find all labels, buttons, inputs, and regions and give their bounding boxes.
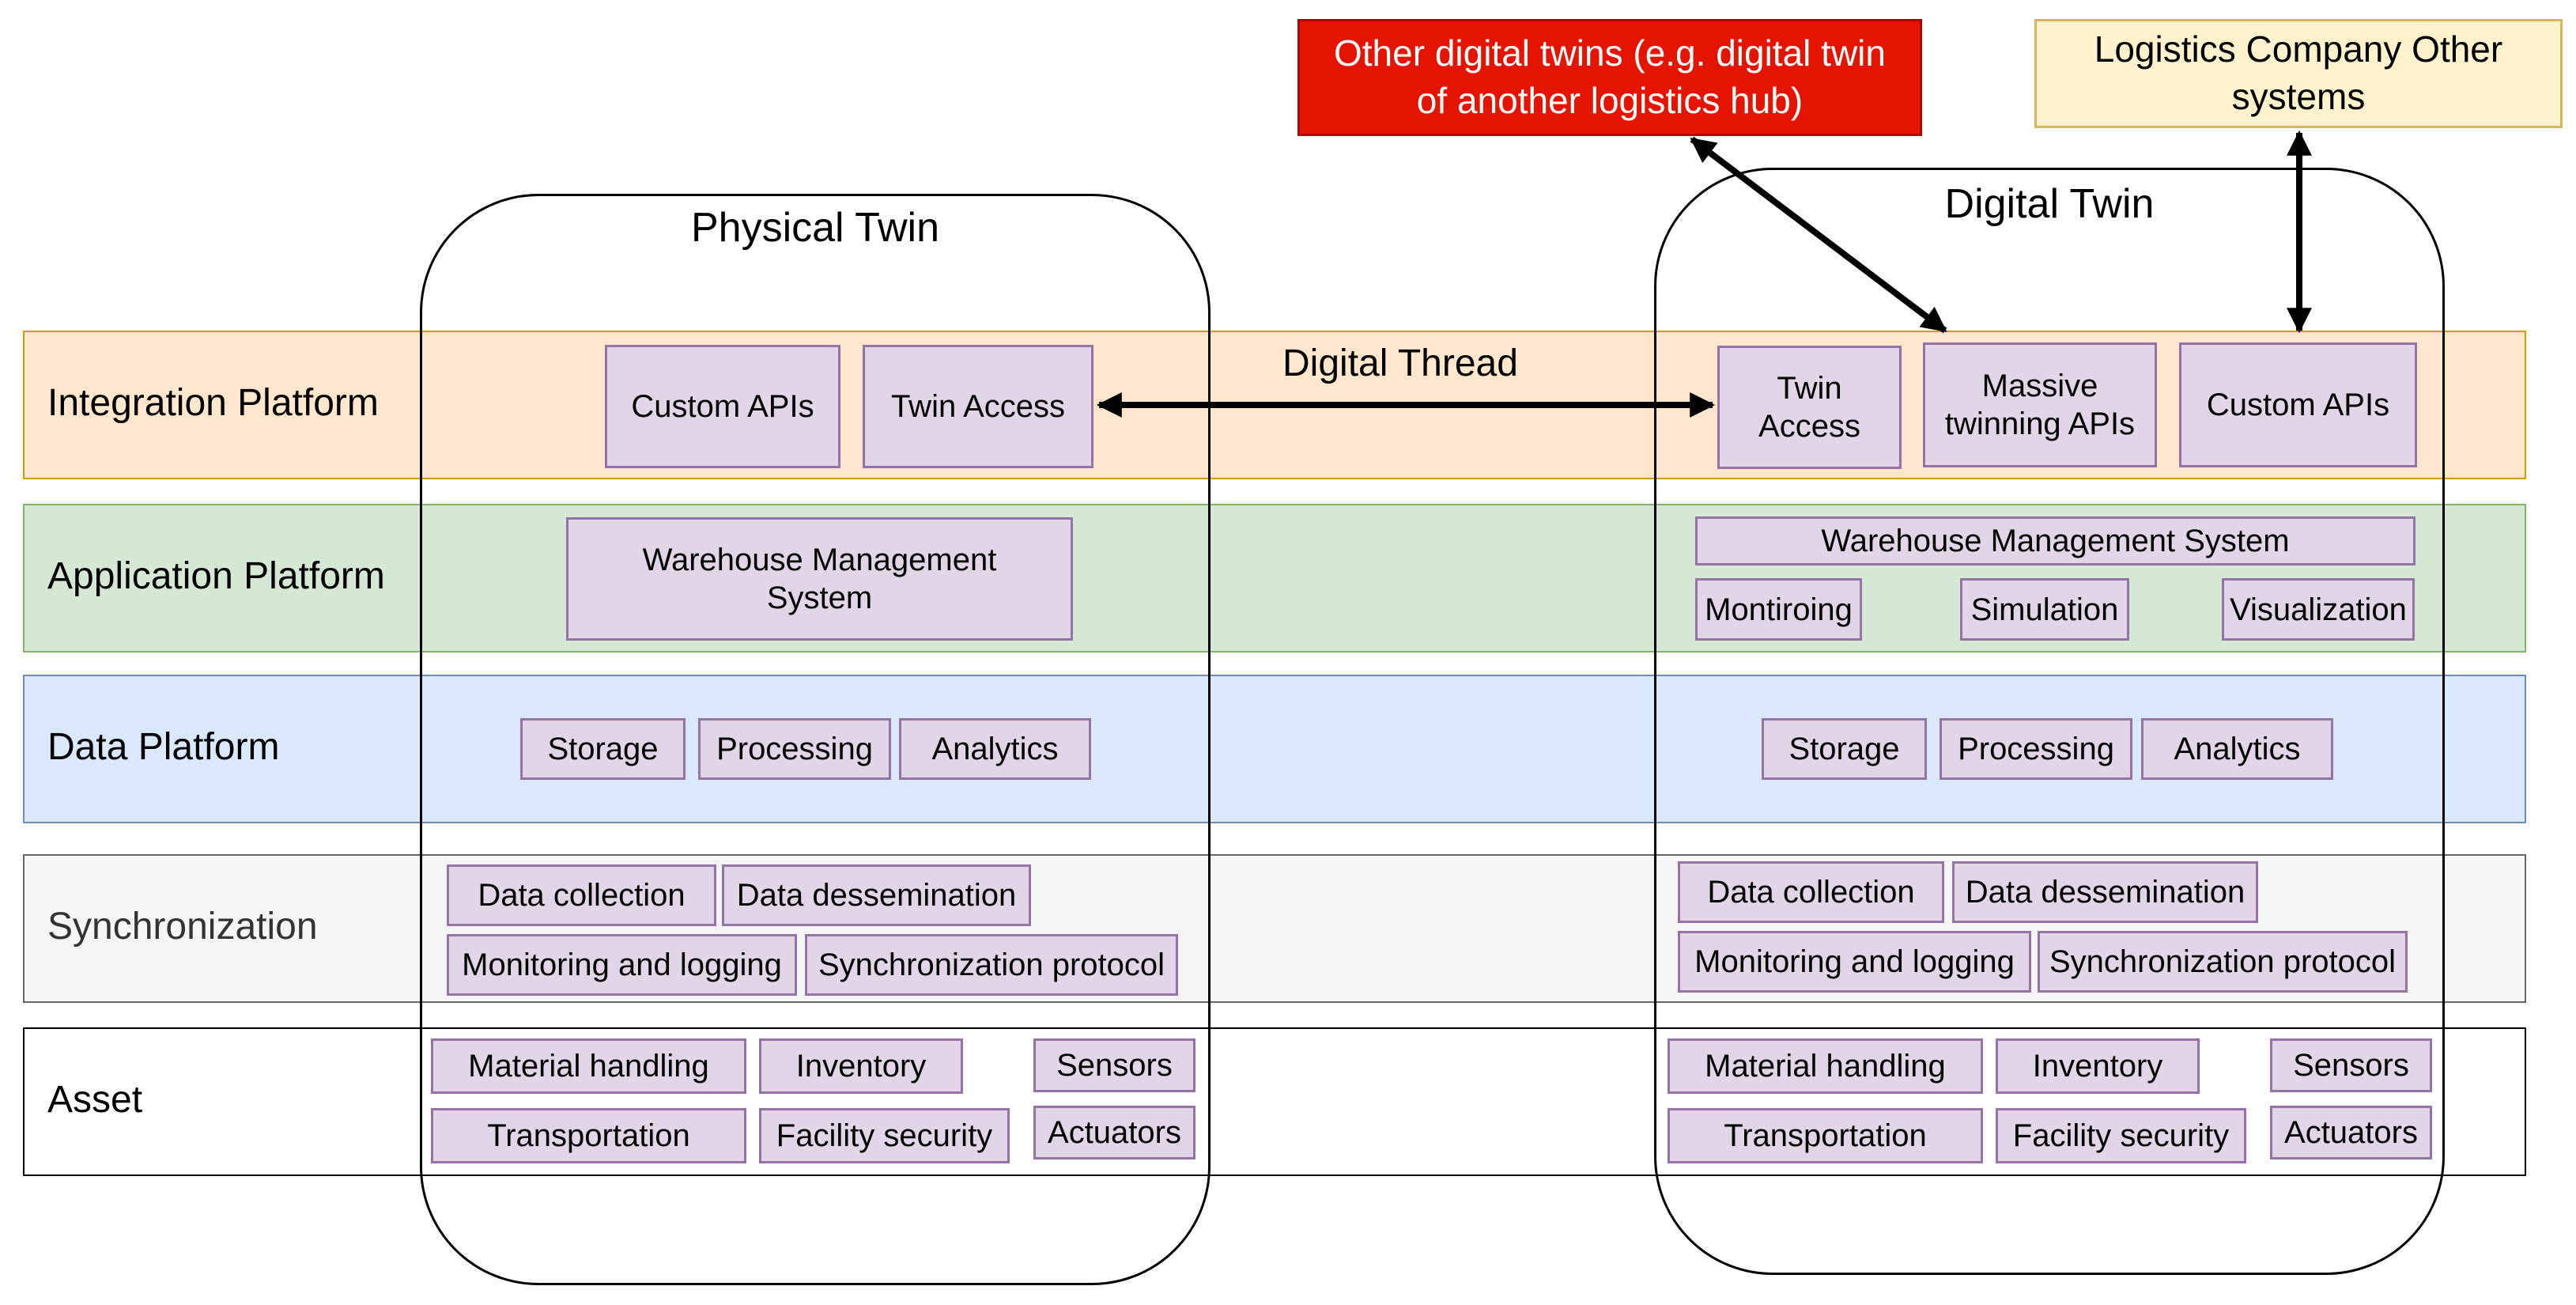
pt-sensors-box: Sensors [1033,1038,1195,1092]
dt-simulation-box: Simulation [1960,578,2129,641]
dt-facility-security-box: Facility security [1996,1108,2246,1163]
asset-label: Asset [47,1079,143,1121]
pt-actuators-box: Actuators [1033,1106,1195,1159]
integration-platform-label: Integration Platform [47,382,379,424]
dt-material-handling-box: Material handling [1668,1038,1983,1094]
pt-wms-box: Warehouse Management System [566,517,1073,641]
dt-actuators-box: Actuators [2270,1106,2432,1159]
dt-data-dessemination-box: Data dessemination [1952,861,2258,923]
pt-inventory-box: Inventory [759,1038,963,1094]
pt-processing-box: Processing [698,718,891,780]
pt-transportation-box: Transportation [431,1108,746,1163]
pt-storage-box: Storage [520,718,686,780]
dt-visualization-box: Visualization [2222,578,2415,641]
other-twins-arrow [1690,136,1947,334]
digital-thread-label: Digital Thread [1282,342,1518,384]
digital-twin-title: Digital Twin [1944,181,2155,227]
pt-material-handling-box: Material handling [431,1038,746,1094]
pt-monitoring-logging-box: Monitoring and logging [447,934,797,996]
dt-inventory-box: Inventory [1996,1038,2200,1094]
pt-data-collection-box: Data collection [447,864,716,926]
dt-monitoring-box: Montiroing [1695,578,1862,641]
logistics-other-systems-box: Logistics Company Other systems [2034,19,2563,128]
dt-processing-box: Processing [1940,718,2132,780]
dt-monitoring-logging-box: Monitoring and logging [1678,931,2031,993]
dt-twin-access-box: Twin Access [1717,346,1902,469]
dt-storage-box: Storage [1762,718,1927,780]
dt-sync-protocol-box: Synchronization protocol [2038,931,2408,993]
pt-analytics-box: Analytics [899,718,1091,780]
digital-twin-container [1654,168,2445,1275]
synchronization-label: Synchronization [47,906,318,948]
pt-sync-protocol-box: Synchronization protocol [805,934,1178,996]
dt-analytics-box: Analytics [2141,718,2333,780]
data-platform-label: Data Platform [47,726,280,768]
dt-sensors-box: Sensors [2270,1038,2432,1092]
physical-twin-title: Physical Twin [690,205,940,251]
pt-data-dessemination-box: Data dessemination [722,864,1031,926]
pt-twin-access-box: Twin Access [863,345,1093,468]
dt-transportation-box: Transportation [1668,1108,1983,1163]
dt-wms-box: Warehouse Management System [1695,516,2415,566]
physical-twin-container [420,194,1211,1285]
pt-custom-apis-box: Custom APIs [605,345,840,468]
pt-facility-security-box: Facility security [759,1108,1010,1163]
other-digital-twins-box: Other digital twins (e.g. digital twin o… [1297,19,1922,136]
application-platform-label: Application Platform [47,555,385,597]
dt-data-collection-box: Data collection [1678,861,1944,923]
dt-massive-apis-box: Massive twinning APIs [1923,342,2157,467]
dt-custom-apis-box: Custom APIs [2179,342,2417,467]
